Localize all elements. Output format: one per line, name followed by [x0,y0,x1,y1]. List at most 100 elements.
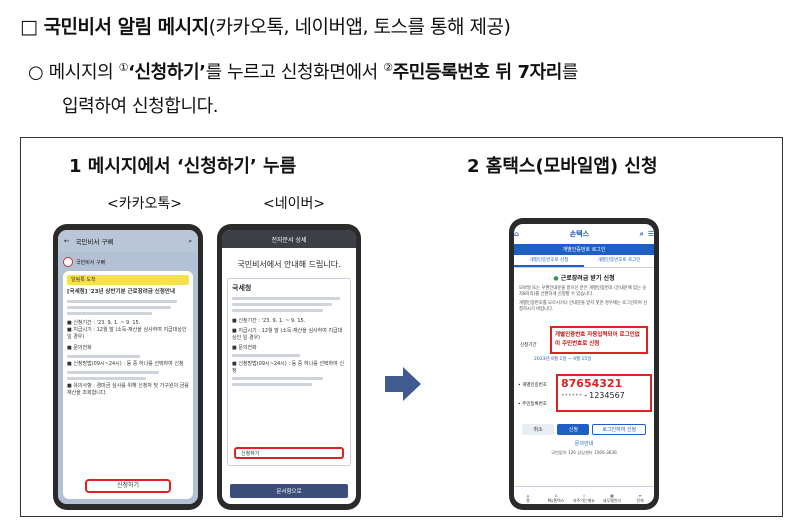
help-link[interactable]: 문의안내 [574,441,594,447]
instruction-line: ○ 메시지의 ①‘신청하기’를 누르고 신청화면에서 ②주민등록번호 뒤 7자리… [28,58,578,84]
naver-org: 국세청 [232,284,252,292]
step1-heading: 1 메시지에서 ‘신청하기’ 누름 [69,156,297,177]
check-icon: ● [553,275,559,282]
search-icon[interactable]: ⌕ [188,236,192,245]
sub-tabs: 개별인증번호로 신청 개별인증번호로 로그인 [514,255,654,268]
instruction-part: 를 누르고 신청화면에서 [205,62,384,83]
hometax-screen: ⌂ 손택스 ⌕ ☰ 개별인증번호 로그인 개별인증번호로 신청 개별인증번호로 … [514,224,654,504]
rrn-back: 1234567 [589,391,625,400]
text-line [232,297,341,300]
nav-home[interactable]: ⌂홈 [514,487,542,504]
login-tab-bar: 개별인증번호 로그인 [514,244,654,255]
period-row: 신청기간 [520,342,537,348]
rrn-field[interactable]: •••••• - 1234567 [558,391,650,400]
kakao-label: <카카오톡> [107,196,182,212]
text-line [232,303,333,306]
desc-2: 개별인증번호를 모르시거나 안내문을 받지 못한 경우에는 로그인하여 신청하시… [519,300,648,313]
instruction-line-2: 입력하여 신청합니다. [62,96,219,117]
text-line [67,354,141,358]
naver-intro: 국민비서에서 안내해 드립니다. [237,260,341,269]
text-line [232,309,324,312]
bottom-nav: ⌂홈 ♙My홈택스 ☆자주가는메뉴 ▦세무캘린더 ≡전체 [514,486,654,504]
instruction-bold: ‘신청하기’ [128,62,206,83]
tab-apply[interactable]: 개별인증번호로 신청 [514,255,584,267]
nav-all[interactable]: ≡전체 [626,487,654,504]
kakao-chat-header: ← 국민비서 구삐 ⌕ [58,230,198,252]
notice-bar: 알림톡 도착 [67,275,189,285]
hometax-heading: ● 근로장려금 받기 신청 [514,273,654,282]
cancel-button[interactable]: 취소 [522,424,555,435]
message-bullet: ■ 지급시기 : 12월 말 (소득·재산을 심사하여 지급대상인 일 경우) [67,327,187,341]
step-mark: ① [118,61,129,74]
nav-label: 전체 [636,498,644,503]
grid-icon: ≡ [638,493,642,498]
message-card: 알림톡 도착 [국세청] '23년 상반기분 근로장려금 신청안내 ■ 신청기간… [63,271,193,499]
nav-calendar[interactable]: ▦세무캘린더 [598,487,626,504]
text-line [67,311,153,315]
nav-label: 홈 [526,498,530,503]
help-phone: 국번없이 126 상담센터 1566-3636 [551,450,617,455]
naver-phone: 전자문서 상세 국민비서에서 안내해 드립니다. 국세청 ■ 신청기간 : '2… [217,224,361,510]
message-bullet: ■ 지급시기 : 12월 말 (소득·재산을 심사하여 지급대상인 일 경우) [232,328,343,341]
message-bullet: ■ 신청방법(09시~24시) : 등 중 하나를 선택하여 신청 [232,361,344,374]
text-line [232,377,324,380]
chat-area: 국민비서 구삐 알림톡 도착 [국세청] '23년 상반기분 근로장려금 신청안… [58,252,198,504]
kakao-apply-button[interactable]: 신청하기 [85,479,171,493]
title-sub: (카카오톡, 네이버앱, 토스를 통해 제공) [208,16,511,38]
nav-label: 세무캘린더 [602,498,622,503]
step-mark: ② [383,61,393,74]
naver-apply-button[interactable]: 신청하기 [234,447,344,459]
sender-name: 국민비서 구삐 [76,259,106,266]
period-value: 2023년 9월 1일 ~ 9월 15일 [534,357,592,362]
hometax-header: ⌂ 손택스 ⌕ ☰ [514,224,654,244]
text-line [67,371,159,375]
text-line [232,354,301,357]
naver-apply-label: 신청하기 [241,450,260,457]
text-line [67,377,147,381]
home-icon[interactable]: ⌂ [514,230,520,238]
naver-label: <네이버> [263,196,326,212]
search-icon[interactable]: ⌕ [639,229,644,238]
message-bullet: ■ 신청기간 : '23. 9. 1. ~ 9. 15. [67,319,141,326]
nav-label: My홈택스 [547,498,565,503]
nav-label: 자주가는메뉴 [572,498,596,503]
user-icon: ♙ [554,493,558,498]
naver-footer-button[interactable]: 문서함으로 [230,484,348,498]
callout-box: 개별인증번호 자동입력되어 로그인없이 주민번호로 신청 [550,326,648,354]
login-apply-button[interactable]: 로그인하여 신청 [592,424,646,435]
menu-icon[interactable]: ☰ [647,230,654,238]
calendar-icon: ▦ [610,493,614,498]
text-line [232,383,312,386]
sender-row: 국민비서 구삐 [63,257,193,267]
notice-title: □ 국민비서 알림 메시지(카카오톡, 네이버앱, 토스를 통해 제공) [20,12,511,39]
nav-favorites[interactable]: ☆자주가는메뉴 [570,487,598,504]
naver-body: 국민비서에서 안내해 드립니다. 국세청 ■ 신청기간 : '23. 9. 1.… [222,248,356,471]
star-icon: ☆ [582,493,586,498]
naver-screen: 전자문서 상세 국민비서에서 안내해 드립니다. 국세청 ■ 신청기간 : '2… [222,230,356,504]
illustration-box: 1 메시지에서 ‘신청하기’ 누름 2 홈택스(모바일앱) 신청 <카카오톡> … [20,137,783,517]
home-icon: ⌂ [526,493,530,498]
nav-my[interactable]: ♙My홈택스 [542,487,570,504]
auth-number-field[interactable]: 87654321 [561,377,623,390]
message-bullet: ■ 문의전화 [232,345,257,351]
message-bullet: ■ 신청방법(09시~24시) : 등 중 하나를 선택하여 신청 [67,360,184,367]
back-arrow-icon[interactable]: ← [64,237,70,245]
apply-button[interactable]: 신청 [557,424,590,435]
rrn-dash: - [584,391,588,400]
message-bullet: ■ 신청기간 : '23. 9. 1. ~ 9. 15. [232,318,306,324]
input-highlight: 87654321 •••••• - 1234567 [556,374,652,412]
instruction-part: ○ 메시지의 [28,62,119,83]
kakao-phone: ← 국민비서 구삐 ⌕ 국민비서 구삐 알림톡 도착 [국세청] '23년 상반… [53,224,203,510]
avatar [63,257,73,267]
text-line [67,299,177,303]
instruction-bold: 주민등록번호 뒤 7자리 [392,62,563,83]
text-line [67,305,171,309]
rrn-front: •••••• [561,392,583,399]
heading-text: 근로장려금 받기 신청 [560,275,615,282]
tab-login[interactable]: 개별인증번호로 로그인 [597,258,641,263]
action-buttons: 취소 신청 로그인하여 신청 [522,424,646,435]
brand-logo: 손택스 [569,230,590,238]
message-bullet: ■ 유의사항 : 경마금 심사를 위해 신청자 및 가구원의 금융재산을 조회합… [67,383,189,397]
auth-label: • 개별인증번호 [518,383,547,388]
step2-heading: 2 홈택스(모바일앱) 신청 [467,156,658,177]
